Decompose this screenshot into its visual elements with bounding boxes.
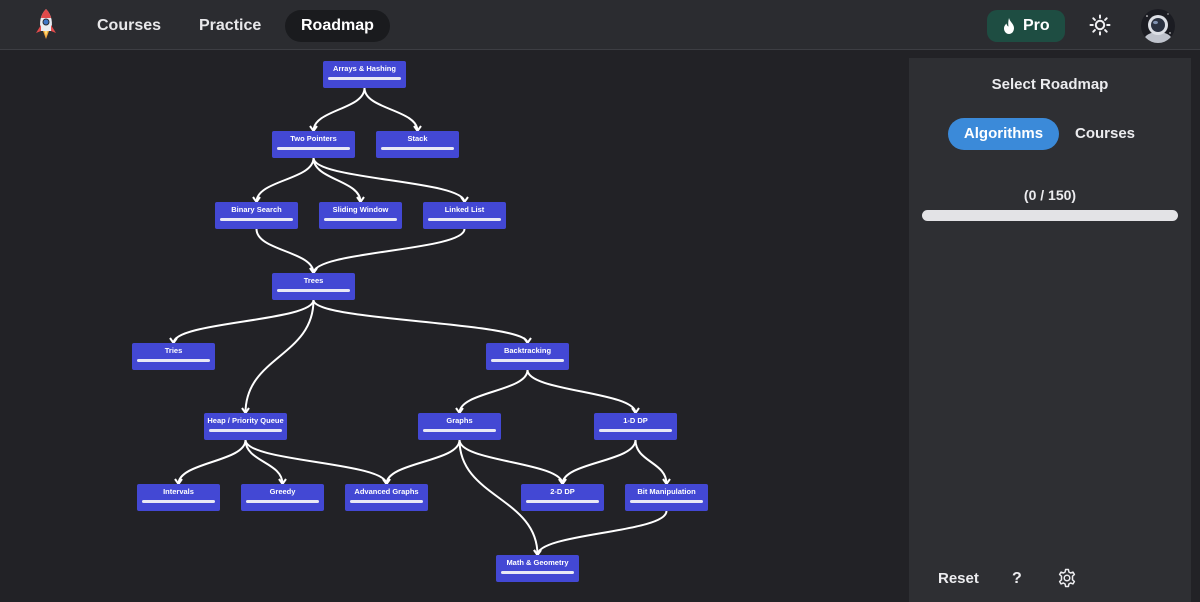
roadmap-node-progress-bar	[423, 429, 496, 432]
roadmap-node-progress-bar	[501, 571, 574, 574]
edge-linkedlist-to-trees	[312, 228, 466, 274]
roadmap-node-label: Intervals	[163, 487, 194, 496]
roadmap-node-backtracking[interactable]: Backtracking	[486, 343, 569, 370]
roadmap-node-progress-bar	[209, 429, 282, 432]
roadmap-node-label: Advanced Graphs	[354, 487, 419, 496]
help-button[interactable]: ?	[1012, 570, 1022, 587]
user-avatar[interactable]	[1141, 9, 1175, 43]
roadmap-node-slidingwindow[interactable]: Sliding Window	[319, 202, 402, 229]
roadmap-node-twopointers[interactable]: Two Pointers	[272, 131, 355, 158]
roadmap-node-progress-bar	[599, 429, 672, 432]
pro-label: Pro	[1023, 17, 1050, 34]
roadmap-node-progress-bar	[220, 218, 293, 221]
roadmap-node-binarysearch[interactable]: Binary Search	[215, 202, 298, 229]
roadmap-node-label: Trees	[303, 276, 324, 285]
edge-backtracking-to-graphs	[458, 369, 529, 414]
edge-backtracking-to-dp1	[526, 369, 637, 414]
roadmap-node-progress-bar	[277, 289, 350, 292]
roadmap-node-math[interactable]: Math & Geometry	[496, 555, 579, 582]
nav-roadmap[interactable]: Roadmap	[285, 10, 390, 42]
roadmap-node-label: Heap / Priority Queue	[207, 416, 284, 425]
gear-icon[interactable]	[1057, 568, 1077, 588]
progress-count: (0 / 150)	[1023, 187, 1077, 203]
edge-twopointers-to-linkedlist	[312, 157, 466, 203]
roadmap-node-progress-bar	[350, 500, 423, 503]
tab-courses[interactable]: Courses	[1074, 125, 1136, 142]
roadmap-node-heap[interactable]: Heap / Priority Queue	[204, 413, 287, 440]
edge-twopointers-to-slidingwindow	[312, 157, 362, 203]
roadmap-node-progress-bar	[328, 77, 401, 80]
roadmap-node-label: Binary Search	[231, 205, 282, 214]
roadmap-node-label: 2-D DP	[550, 487, 575, 496]
edge-trees-to-tries	[172, 299, 315, 344]
roadmap-node-label: Math & Geometry	[506, 558, 569, 567]
roadmap-node-progress-bar	[428, 218, 501, 221]
edge-trees-to-heap	[244, 299, 315, 414]
roadmap-node-arrays[interactable]: Arrays & Hashing	[323, 61, 406, 88]
edge-heap-to-advgraphs	[244, 439, 388, 485]
roadmap-node-progress-bar	[381, 147, 454, 150]
roadmap-node-label: Backtracking	[503, 346, 552, 355]
progress-bar	[922, 210, 1178, 221]
roadmap-node-label: Greedy	[269, 487, 296, 496]
roadmap-node-progress-bar	[630, 500, 703, 503]
roadmap-node-label: Tries	[164, 346, 183, 355]
rocket-logo-icon[interactable]	[28, 6, 64, 44]
roadmap-node-label: Linked List	[444, 205, 485, 214]
roadmap-node-stack[interactable]: Stack	[376, 131, 459, 158]
roadmap-node-progress-bar	[324, 218, 397, 221]
pro-button[interactable]: Pro	[987, 10, 1065, 42]
nav-courses[interactable]: Courses	[97, 17, 162, 34]
roadmap-node-label: 1-D DP	[623, 416, 648, 425]
roadmap-node-dp1[interactable]: 1-D DP	[594, 413, 677, 440]
edge-dp1-to-bitmanip	[634, 439, 668, 485]
roadmap-node-progress-bar	[137, 359, 210, 362]
roadmap-node-progress-bar	[526, 500, 599, 503]
edge-twopointers-to-binarysearch	[255, 157, 315, 203]
panel-title: Select Roadmap	[991, 76, 1109, 93]
flame-icon	[1004, 18, 1014, 34]
roadmap-node-tries[interactable]: Tries	[132, 343, 215, 370]
roadmap-node-bitmanip[interactable]: Bit Manipulation	[625, 484, 708, 511]
top-navigation: Courses Practice Roadmap Pro	[0, 0, 1200, 50]
roadmap-node-progress-bar	[491, 359, 564, 362]
roadmap-node-label: Stack	[407, 134, 428, 143]
roadmap-node-linkedlist[interactable]: Linked List	[423, 202, 506, 229]
roadmap-side-panel: Select Roadmap Algorithms Courses (0 / 1…	[909, 58, 1191, 602]
roadmap-edges	[169, 87, 671, 557]
edge-dp1-to-dp2	[561, 439, 637, 485]
roadmap-node-advgraphs[interactable]: Advanced Graphs	[345, 484, 428, 511]
roadmap-node-label: Arrays & Hashing	[333, 64, 396, 73]
theme-toggle-sun-icon[interactable]	[1089, 14, 1111, 36]
roadmap-node-label: Bit Manipulation	[637, 487, 696, 496]
edge-graphs-to-dp2	[458, 439, 564, 485]
edge-trees-to-backtracking	[312, 299, 529, 344]
roadmap-node-progress-bar	[277, 147, 350, 150]
roadmap-node-label: Two Pointers	[290, 134, 337, 143]
roadmap-node-label: Graphs	[446, 416, 473, 425]
roadmap-node-greedy[interactable]: Greedy	[241, 484, 324, 511]
edge-bitmanip-to-math	[536, 510, 668, 556]
roadmap-node-label: Sliding Window	[332, 205, 389, 214]
edge-graphs-to-math	[458, 439, 539, 556]
edge-arrays-to-twopointers	[312, 87, 366, 132]
roadmap-node-intervals[interactable]: Intervals	[137, 484, 220, 511]
reset-button[interactable]: Reset	[938, 570, 979, 587]
edge-arrays-to-stack	[363, 87, 419, 132]
nav-practice[interactable]: Practice	[199, 17, 262, 34]
roadmap-node-trees[interactable]: Trees	[272, 273, 355, 300]
edge-graphs-to-advgraphs	[385, 439, 461, 485]
tab-algorithms[interactable]: Algorithms	[948, 118, 1059, 150]
roadmap-node-progress-bar	[142, 500, 215, 503]
roadmap-node-dp2[interactable]: 2-D DP	[521, 484, 604, 511]
roadmap-node-graphs[interactable]: Graphs	[418, 413, 501, 440]
edge-heap-to-intervals	[177, 439, 247, 485]
roadmap-node-progress-bar	[246, 500, 319, 503]
edge-heap-to-greedy	[244, 439, 284, 485]
edge-binarysearch-to-trees	[255, 228, 315, 274]
